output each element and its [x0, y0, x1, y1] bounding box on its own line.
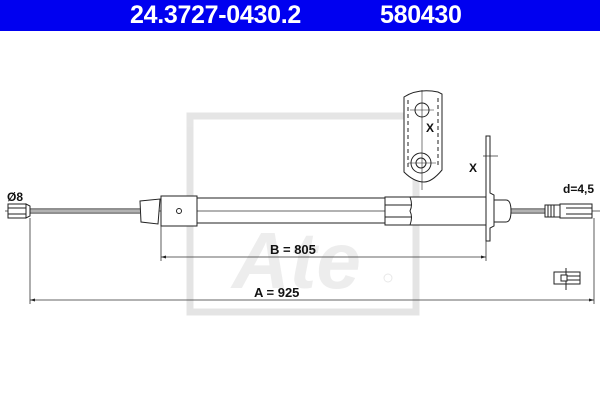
dimension-a-label: A = 925 [254, 285, 300, 300]
bracket-top-view [403, 90, 443, 190]
cable-sheath [197, 197, 385, 224]
view-label-x-top: X [426, 121, 435, 135]
right-diameter-label: d=4,5 [563, 182, 595, 196]
ate-watermark: Ate [186, 112, 420, 316]
left-end-fitting [7, 203, 31, 219]
reference-number: 580430 [380, 1, 462, 29]
clevis-detail-view [553, 268, 581, 290]
svg-text:Ate: Ate [230, 216, 361, 305]
cable-ferrule [139, 195, 198, 227]
view-label-x-side: X [469, 161, 478, 175]
mount-bracket-side [483, 135, 498, 242]
dimension-lines [29, 218, 595, 304]
crimp-section [384, 196, 489, 226]
dimension-b-label: B = 805 [270, 242, 316, 257]
right-clevis-end [544, 203, 593, 219]
header-bar: 24.3727-0430.2 580430 [0, 0, 600, 31]
left-diameter-label: Ø8 [7, 190, 24, 204]
part-number: 24.3727-0430.2 [130, 1, 301, 29]
